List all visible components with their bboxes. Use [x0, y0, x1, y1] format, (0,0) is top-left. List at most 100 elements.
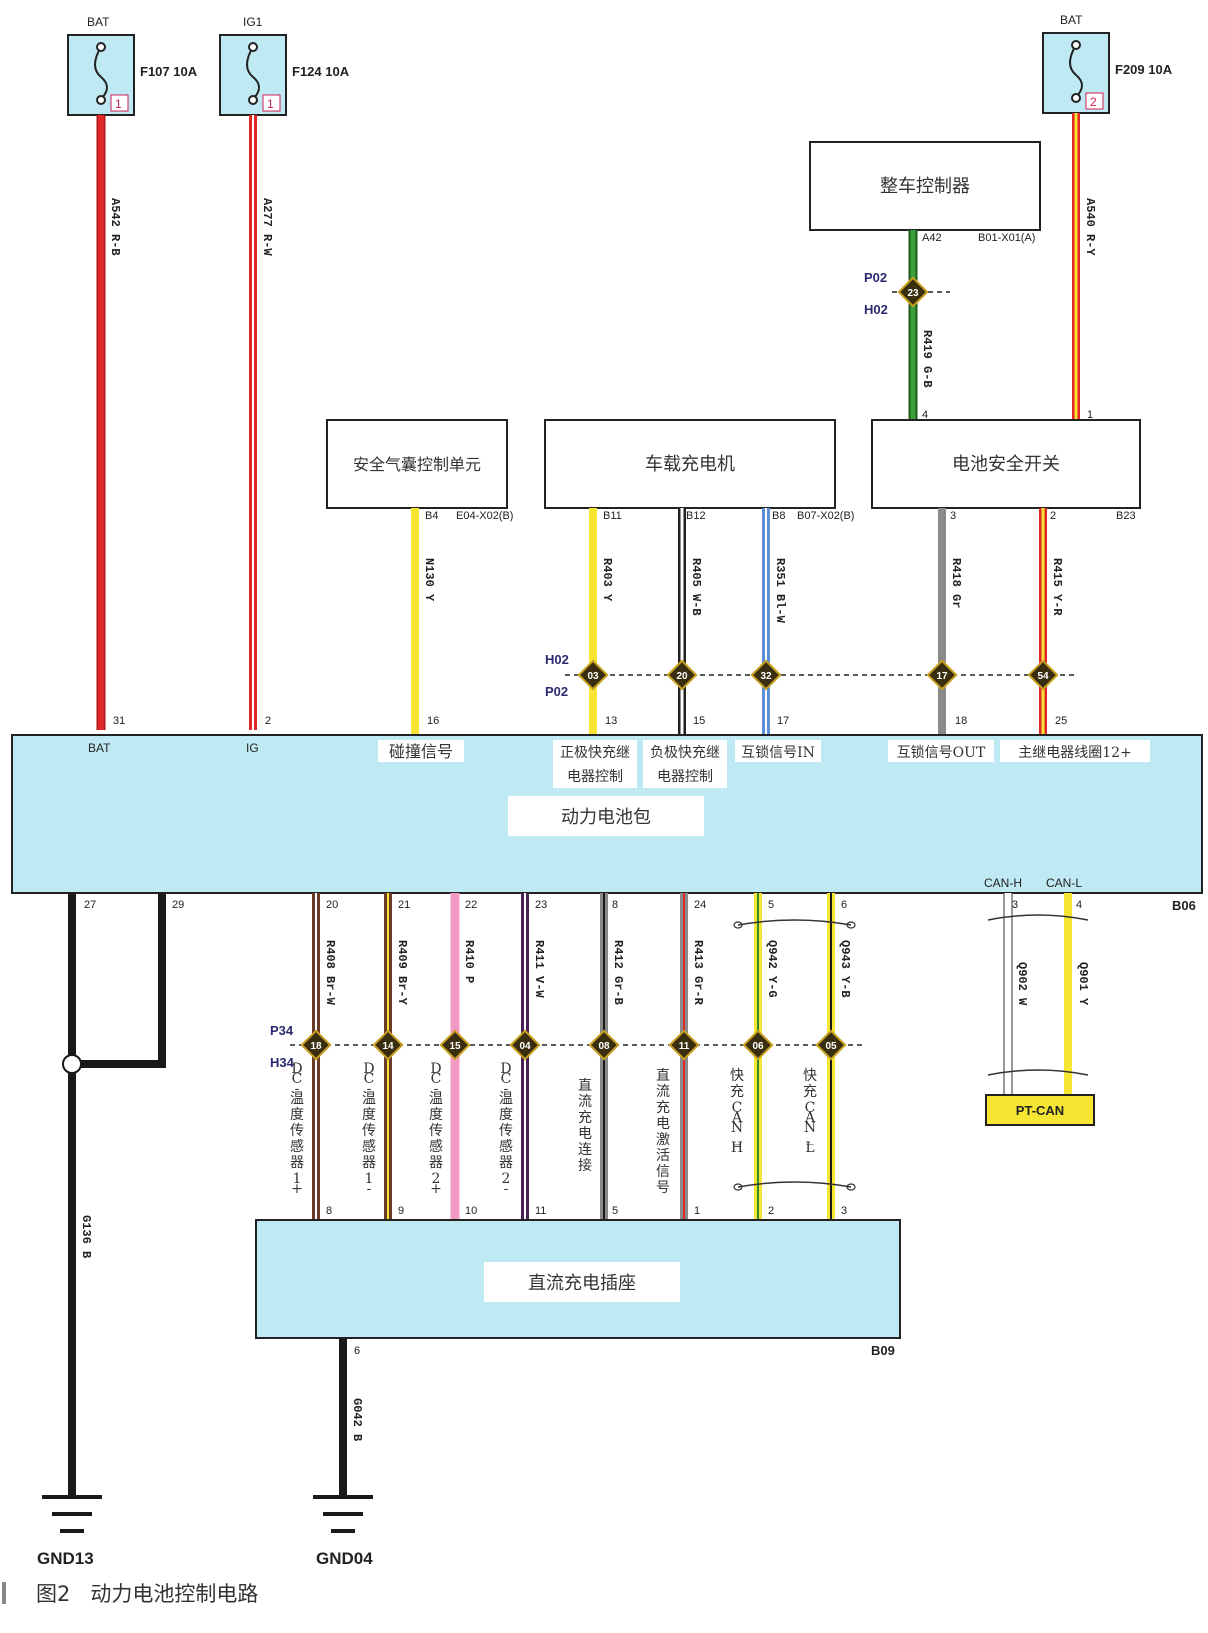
- can-h-label: CAN-H: [984, 876, 1022, 890]
- connector-number: 15: [449, 1041, 461, 1052]
- charger-connector: B07-X02(B): [797, 510, 854, 522]
- pin-label: 5: [768, 899, 774, 911]
- wire-label: R418 Gr: [949, 558, 963, 608]
- signal-label: 负极快充继: [650, 745, 720, 761]
- connector-number: 20: [676, 671, 688, 682]
- connector-number: 18: [310, 1041, 322, 1052]
- wire-label: R409 Br-Y: [395, 940, 409, 1006]
- wire-r419: R419 G-B 4: [908, 230, 934, 421]
- connector-lower-label: H34: [270, 1055, 295, 1070]
- airbag-connector: E04-X02(B): [456, 510, 513, 522]
- fuse-source-label: BAT: [1060, 13, 1083, 27]
- vcu-connector: B01-X01(A): [978, 232, 1035, 244]
- pin-label: 25: [1055, 715, 1067, 727]
- fuse-name: F209 10A: [1115, 62, 1173, 77]
- wire-n130: N130 Y 16: [411, 508, 439, 735]
- dc-socket-connector: B09: [871, 1343, 895, 1358]
- wire-label: R410 P: [462, 940, 476, 983]
- dc-socket-box: 直流充电插座 B09: [255, 1219, 901, 1358]
- ground-gnd13: GND13: [37, 1495, 102, 1568]
- connector-number: 11: [679, 1041, 690, 1052]
- pin-label: 21: [398, 899, 410, 911]
- connector-p34-h34: P34 H34 18 14 15 04 08 11 06 05: [270, 1023, 865, 1070]
- signal-label: 互锁信号OUT: [897, 745, 986, 761]
- connector-lower-label: H02: [864, 302, 888, 317]
- wire-r418: R418 Gr 18: [938, 508, 967, 735]
- socket-pin: 11: [535, 1205, 546, 1217]
- connector-number: 23: [907, 288, 919, 299]
- connector-number: 54: [1037, 671, 1049, 682]
- wire-label: R351 Bl-W: [773, 558, 787, 624]
- signal-label: 电器控制: [567, 769, 623, 785]
- connector-number: 14: [382, 1041, 394, 1052]
- signal-label: 互锁信号IN: [741, 745, 815, 761]
- wire-r405: R405 W-B 15: [678, 508, 705, 735]
- twisted-pair-marker: [733, 919, 856, 1191]
- wire-label: R419 G-B: [920, 330, 934, 388]
- pin-label: 20: [326, 899, 338, 911]
- fuse-number: 1: [115, 97, 122, 111]
- signal-label: 直流充电激活信号: [656, 1067, 670, 1196]
- wire-label: A542 R-B: [108, 198, 122, 256]
- pin-label: 22: [465, 899, 477, 911]
- wire-label: A540 R-Y: [1083, 198, 1097, 256]
- connector-number: 32: [760, 671, 772, 682]
- ground-label: GND13: [37, 1549, 94, 1568]
- socket-pin: 5: [612, 1205, 618, 1217]
- fuse-f124: IG1 1 F124 10A: [219, 15, 350, 116]
- connector-number: 08: [598, 1041, 610, 1052]
- charger-pin: B11: [603, 510, 622, 522]
- charger-box: 车载充电机 B11 B12 B8 B07-X02(B): [544, 419, 854, 522]
- connector-number: 05: [825, 1041, 837, 1052]
- wire-label: Q943 Y-B: [838, 940, 852, 998]
- pin-label: 31: [113, 715, 125, 727]
- safety-switch-box: 电池安全开关 3 2 B23: [871, 419, 1141, 522]
- wire-label: R403 Y: [600, 558, 614, 602]
- ground-wire-g136: 27 29 G136 B: [62, 893, 184, 1495]
- socket-pin: 9: [398, 1205, 404, 1217]
- pin-label: 8: [612, 899, 618, 911]
- signal-label: 正极快充继: [560, 745, 630, 761]
- wire-label: N130 Y: [422, 558, 436, 602]
- wire-r351: R351 Bl-W 17: [762, 508, 789, 735]
- signal-label: 电器控制: [657, 769, 713, 785]
- fuse-source-label: IG1: [243, 15, 263, 29]
- connector-upper-label: P34: [270, 1023, 294, 1038]
- pin-label: 1: [1087, 409, 1093, 421]
- connector-lower-label: P02: [545, 684, 568, 699]
- connector-number: 03: [587, 671, 599, 682]
- connector-upper-label: H02: [545, 652, 569, 667]
- pin-label: 24: [694, 899, 706, 911]
- socket-pin: 8: [326, 1205, 332, 1217]
- switch-connector: B23: [1116, 510, 1136, 522]
- wire-label: R415 Y-R: [1050, 558, 1064, 616]
- wire-r415: R415 Y-R 25: [1039, 508, 1067, 735]
- socket-pin: 3: [841, 1205, 847, 1217]
- ground-gnd04: GND04: [313, 1495, 373, 1568]
- airbag-pin: B4: [425, 510, 438, 522]
- switch-pin: 2: [1050, 510, 1056, 522]
- pin-label: 6: [841, 899, 847, 911]
- vcu-title: 整车控制器: [880, 176, 970, 197]
- fuse-name: F107 10A: [140, 64, 198, 79]
- switch-pin: 3: [950, 510, 956, 522]
- ptcan-label: PT-CAN: [1016, 1103, 1064, 1118]
- signal-label: 碰撞信号: [389, 742, 453, 761]
- socket-pin: 10: [465, 1205, 477, 1217]
- caption-text: 图2 动力电池控制电路: [36, 1582, 258, 1606]
- ground-wire-g042: 6 G042 B: [339, 1338, 364, 1495]
- socket-pin: 1: [694, 1205, 700, 1217]
- connector-number: 04: [519, 1041, 531, 1052]
- wire-label: R405 W-B: [689, 558, 703, 616]
- wire-label: R413 Gr-R: [691, 940, 705, 1006]
- can-l-label: CAN-L: [1046, 876, 1082, 890]
- wire-a542: A542 R-B 31: [96, 115, 125, 730]
- fuse-f107: BAT 1 F107 10A: [67, 15, 198, 116]
- safety-switch-title: 电池安全开关: [952, 454, 1060, 475]
- charger-pin: B8: [772, 510, 785, 522]
